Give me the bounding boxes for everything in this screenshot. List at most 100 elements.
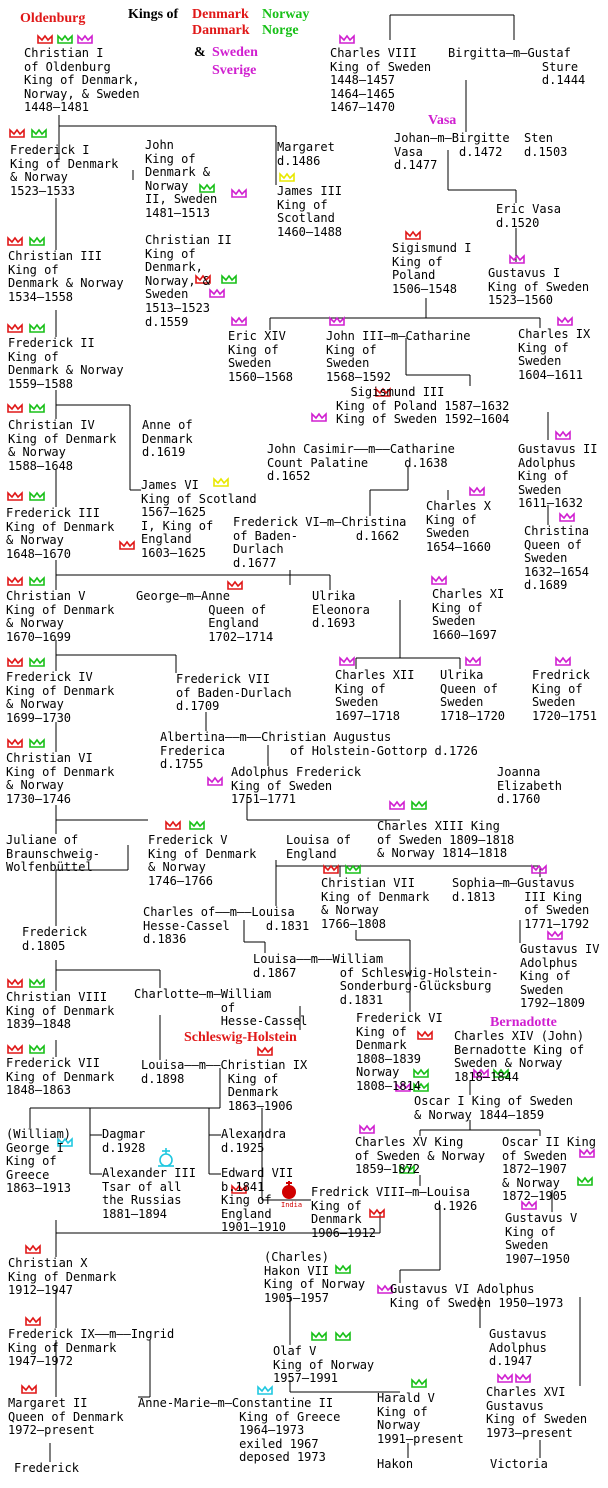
person-hakon-vii: (Charles) Hakon VII King of Norway 1905–… [264,1250,366,1305]
crown-icon [323,864,339,874]
person-alexander-iii: Alexander III Tsar of all the Russias 18… [102,1166,196,1221]
crown-icon [213,477,229,487]
crown-icon [195,274,211,284]
person-fredrick-sweden: Fredrick King of Sweden 1720–1751 [532,668,598,723]
person-christian-iii: Christian III King of Denmark & Norway 1… [8,249,124,304]
crown-icon [335,1331,351,1341]
person-gustavus-i: Gustavus I King of Sweden 1523–1560 [488,266,590,308]
crown-icon [509,254,525,264]
person-gustavus-ii: Gustavus II Adolphus King of Sweden 1611… [518,442,598,511]
title-schleswig-holstein: Schleswig-Holstein [184,1030,297,1045]
crown-icon [29,236,45,246]
person-frederick-iv: Frederick IV King of Denmark & Norway 16… [6,670,115,725]
crown-icon [469,486,485,496]
crown-icon [7,1044,23,1054]
crown-icon [389,800,405,810]
crown-icon [375,387,391,397]
crown-icon [413,1068,429,1078]
person-christian-x: Christian X King of Denmark 1912–1947 [8,1256,117,1298]
person-eric-vasa: Eric Vasa d.1520 [496,202,562,230]
crown-icon [209,288,225,298]
crown-icon [411,1378,427,1388]
person-frederick-vii-dk: Frederick VII King of Denmark 1848–1863 [6,1056,115,1098]
crown-icon [531,864,547,874]
crown-icon [29,657,45,667]
person-dagmar: Dagmar d.1928 [102,1127,146,1155]
russian-crown-icon [158,1148,174,1167]
crown-icon [25,1244,41,1254]
person-james-iii: James III King of Scotland 1460–1488 [277,184,343,239]
person-frederick-heir: Frederick [14,1461,80,1475]
crown-icon [199,183,215,193]
crown-icon [399,1164,415,1174]
person-gustavus-vi: Gustavus VI Adolphus King of Sweden 1950… [390,1282,564,1310]
crown-icon [7,738,23,748]
crown-icon [405,230,421,240]
crown-icon [29,323,45,333]
crown-icon [559,512,575,522]
title-sverige: Sverige [212,63,257,78]
person-george-i: (William) George I King of Greece 1863–1… [6,1127,72,1196]
title-norge: Norge [262,23,299,38]
title-bernadotte: Bernadotte [490,1015,557,1030]
crown-icon [7,403,23,413]
crown-icon [37,34,53,44]
person-adolphus-frederick: Adolphus Frederick King of Sweden 1751–1… [231,765,362,807]
title-kings-of: Kings of [128,7,179,22]
person-george-anne: George—m—Anne Queen of England 1702–1714 [136,589,274,644]
person-frederick-vii-baden: Frederick VII of Baden-Durlach d.1709 [176,672,292,714]
crown-icon [555,430,571,440]
person-edward-vii: Edward VII b.1841 King of England 1901–1… [221,1166,294,1235]
person-louisa-1898: Louisa——m——Christian IX d.1898 King of D… [141,1058,308,1113]
crown-icon [473,1068,489,1078]
title-sweden: Sweden [212,45,258,60]
person-olaf-v: Olaf V King of Norway 1957–1991 [273,1344,375,1386]
crown-icon [555,656,571,666]
person-christian-vi: Christian VI King of Denmark & Norway 17… [6,751,115,806]
crown-icon [257,1046,273,1056]
crown-icon [231,188,247,198]
person-frederick-iii: Frederick III King of Denmark & Norway 1… [6,506,115,561]
crown-icon [25,1316,41,1326]
crown-icon [31,128,47,138]
crown-icon [21,1384,37,1394]
person-charles-xiv: Charles XIV (John) Bernadotte King of Sw… [454,1029,585,1084]
crown-icon [557,316,573,326]
person-louisa-england: Louisa of England [286,833,352,861]
person-john-casimir: John Casimir——m——Catharine Count Palatin… [267,442,455,484]
person-christian-i: Christian I of Oldenburg King of Denmark… [24,46,140,115]
person-frederick-1805: Frederick d.1805 [22,925,88,953]
person-charles-viii: Charles VIII King of Sweden 1448–1457 14… [330,46,432,115]
person-james-vi: James VI King of Scotland 1567–1625 I, K… [141,478,257,560]
crown-icon [359,1124,375,1134]
person-frederick-ii: Frederick II King of Denmark & Norway 15… [8,336,124,391]
crown-icon [7,978,23,988]
person-frederick-viii: Fredrick VIII—m—Louisa King of d.1926 De… [311,1185,478,1240]
person-harald-v: Harald V King of Norway 1991–present [377,1391,464,1446]
person-margaret: Margaret d.1486 [277,140,335,168]
crown-icon [311,1331,327,1341]
title-vasa: Vasa [428,113,457,128]
crown-icon [493,1068,509,1078]
person-sigismund-i: Sigismund I King of Poland 1506–1548 [392,241,472,296]
crown-icon [29,403,45,413]
person-frederick-vi-dk: Frederick VI King of Denmark 1808–1839 N… [356,1011,443,1093]
crown-icon [231,316,247,326]
crown-icon [57,1137,73,1147]
crown-icon [221,274,237,284]
crown-icon [465,656,481,666]
person-oscar-i: Oscar I King of Sweden & Norway 1844–185… [414,1094,573,1122]
crown-icon [431,575,447,585]
crown-icon [29,738,45,748]
crown-icon [119,540,135,550]
crown-icon [577,1176,593,1186]
crown-icon [417,1030,433,1040]
person-charles-ix: Charles IX King of Sweden 1604–1611 [518,327,591,382]
crown-icon [413,1082,429,1092]
crown-icon [29,576,45,586]
crown-icon [227,580,243,590]
person-charles-xv: Charles XV King of Sweden & Norway 1859–… [355,1135,486,1177]
person-ulrika-eleonora: Ulrika Eleonora d.1693 [312,589,370,631]
